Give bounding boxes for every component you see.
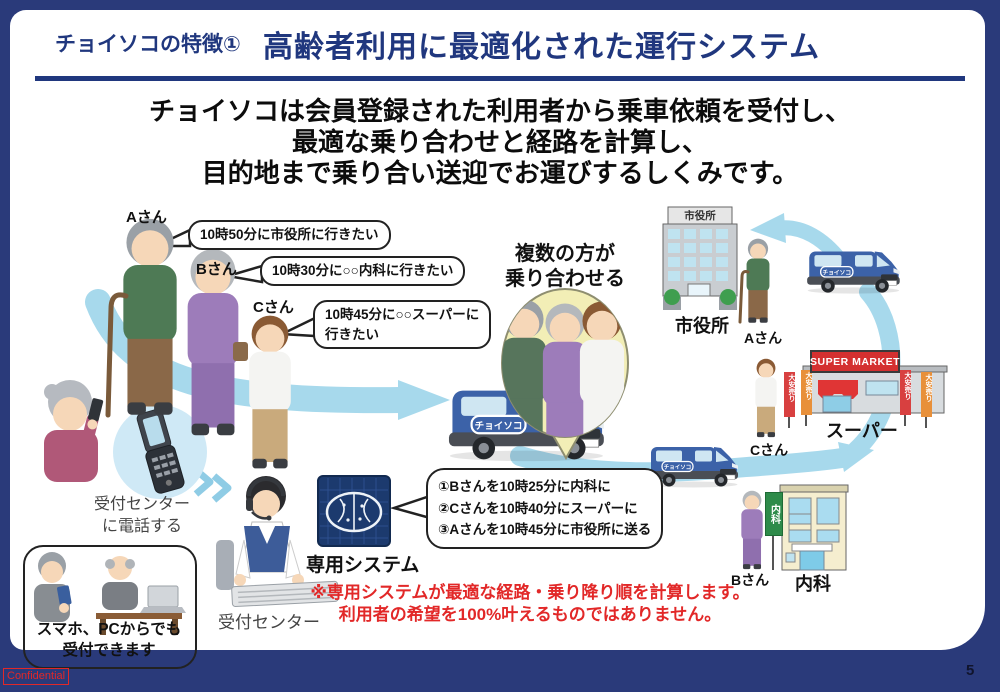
city-hall-sign: 市役所	[684, 210, 716, 222]
clinic-building	[772, 484, 849, 571]
page-number: 5	[966, 662, 975, 679]
person-b-small-illustration	[741, 490, 763, 570]
plan-step-1: ①Bさんを10時25分に内科に	[438, 479, 611, 494]
page-title: 高齢者利用に最適化された運行システム	[263, 31, 821, 64]
reception-center-label: 受付センター	[218, 613, 320, 632]
system-label: 専用システム	[306, 555, 420, 576]
web-reception-note: スマホ、PCからでも 受付できます	[36, 621, 182, 659]
clinic-sign: 内科	[765, 492, 783, 536]
person-b-label: Bさん	[196, 261, 237, 278]
request-bubble-c: 10時45分に○○スーパーに 行きたい	[313, 300, 492, 350]
city-hall-building	[662, 206, 738, 310]
supermarket-sign: SUPER MARKET	[810, 350, 900, 373]
person-c-label: Cさん	[253, 299, 294, 316]
web-reception-box	[23, 545, 197, 669]
caller-grandma-illustration	[44, 380, 104, 482]
person-a-small-illustration	[738, 238, 770, 324]
person-c2-label: Cさん	[750, 442, 789, 458]
clinic-label: 内科	[795, 574, 831, 594]
elderly-person-b-illustration	[187, 249, 248, 436]
slide-kicker: チョイソコの特徴①	[55, 33, 241, 56]
system-plan-bubble: ①Bさんを10時25分に内科に ②Cさんを10時40分にスーパーに ③Aさんを1…	[426, 468, 664, 549]
laptop-user-illustration	[96, 556, 186, 635]
person-a-label: Aさん	[126, 209, 167, 226]
plan-step-2: ②Cさんを10時40分にスーパーに	[438, 500, 638, 516]
city-hall-label: 市役所	[675, 316, 729, 336]
supermarket-label: スーパー	[826, 421, 898, 441]
elderly-person-a-illustration	[105, 218, 177, 418]
flip-phone-icon	[136, 408, 185, 494]
plan-step-3: ③Aさんを10時45分に市役所に送る	[438, 522, 652, 538]
brain-system-icon	[317, 475, 391, 547]
person-b2-label: Bさん	[731, 572, 770, 588]
phone-reception-note: 受付センター に電話する	[93, 496, 190, 535]
operator-illustration	[216, 476, 339, 608]
sale-banner-2: 大安売り	[805, 372, 812, 400]
title-underline	[35, 76, 965, 81]
request-bubble-a: 10時50分に市役所に行きたい	[188, 220, 391, 250]
intro-line-1: チョイソコは会員登録された利用者から乗車依頼を受付し、	[148, 96, 851, 126]
disclaimer-text: ※専用システムが最適な経路・乗り降り順を計算します。 利用者の希望を100%叶え…	[300, 582, 760, 626]
intro-line-2: 最適な乗り合わせと経路を計算し、	[291, 127, 708, 157]
intro-line-3: 目的地まで乗り合い送迎でお運びするしくみです。	[201, 158, 799, 188]
person-c-illustration	[249, 315, 291, 469]
rideshare-group-bubble	[501, 288, 629, 461]
sale-banner-1: 大安売り	[788, 374, 795, 402]
rideshare-note: 複数の方が 乗り合わせる	[505, 243, 625, 290]
disclaimer-line-2: 利用者の希望を100%叶えるものではありません。	[338, 605, 722, 625]
confidential-badge: Confidential	[3, 668, 70, 685]
disclaimer-line-1: ※専用システムが最適な経路・乗り降り順を計算します。	[310, 583, 750, 602]
smartphone-user-illustration	[34, 552, 72, 622]
sale-banner-3: 大安売り	[904, 372, 911, 400]
person-c-small-illustration	[755, 358, 777, 438]
sale-banner-4: 大安売り	[925, 374, 932, 402]
request-bubble-b: 10時30分に○○内科に行きたい	[260, 256, 466, 286]
person-a2-label: Aさん	[744, 330, 783, 346]
intro-text: チョイソコは会員登録された利用者から乗車依頼を受付し、 最適な乗り合わせと経路を…	[0, 96, 1000, 189]
